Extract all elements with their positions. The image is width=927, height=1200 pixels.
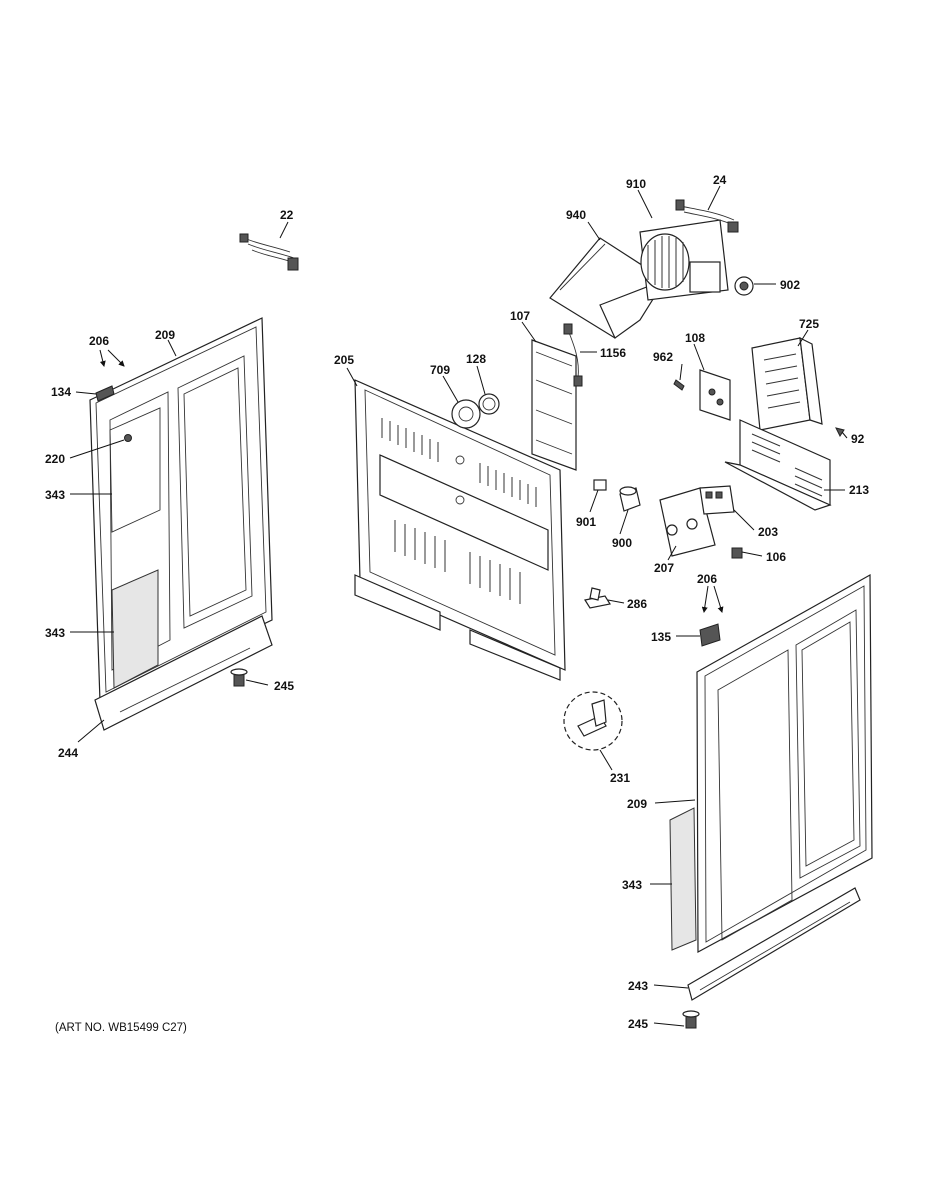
callout-245: 245: [274, 679, 294, 693]
callout-206: 206: [697, 572, 717, 586]
callout-205: 205: [334, 353, 354, 367]
callout-286: 286: [627, 597, 647, 611]
callout-207: 207: [654, 561, 674, 575]
left-screw-220: [124, 434, 132, 442]
callout-343: 343: [45, 626, 65, 640]
mounting-plate-207: [659, 487, 716, 557]
fan-motor-mount-709: [451, 399, 481, 429]
left-bracket-134: [95, 385, 115, 402]
callout-231: 231: [610, 771, 630, 785]
callout-labels: 22 206 209 134 220 343 343 244 245 205 7…: [45, 173, 869, 1031]
callout-108: 108: [685, 331, 705, 345]
capacitor-900: [619, 486, 641, 512]
callout-725: 725: [799, 317, 819, 331]
left-leveling-leg-245: [230, 668, 248, 687]
callout-107: 107: [510, 309, 530, 323]
component-bracket-213: [724, 419, 832, 511]
callout-22: 22: [280, 208, 294, 222]
rear-panel: [354, 379, 566, 681]
callout-962: 962: [653, 350, 673, 364]
callout-128: 128: [466, 352, 486, 366]
gasket-ring-128: [478, 393, 500, 415]
right-bracket-135: [699, 623, 721, 647]
callout-92: 92: [851, 432, 865, 446]
callout-203: 203: [758, 525, 778, 539]
callout-24: 24: [713, 173, 727, 187]
clip-106: [731, 547, 743, 559]
callout-135: 135: [651, 630, 671, 644]
screw-962: [673, 379, 685, 391]
callout-220: 220: [45, 452, 65, 466]
callout-343: 343: [45, 488, 65, 502]
callout-902: 902: [780, 278, 800, 292]
callout-709: 709: [430, 363, 450, 377]
right-leveling-leg-245: [682, 1010, 700, 1029]
callout-244: 244: [58, 746, 78, 760]
callout-134: 134: [51, 385, 71, 399]
art-number: (ART NO. WB15499 C27): [55, 1022, 187, 1034]
convection-fan-910: [639, 219, 729, 301]
callout-106: 106: [766, 550, 786, 564]
callout-900: 900: [612, 536, 632, 550]
callout-213: 213: [849, 483, 869, 497]
leader-lines: [69, 185, 848, 1027]
wire-harness-1156: [563, 323, 583, 387]
right-side-panel: [669, 573, 873, 1001]
terminal-block-203: [699, 485, 735, 515]
brackets-286: [584, 587, 611, 609]
detail-circle-231: [563, 691, 623, 751]
screw-92: [835, 427, 845, 437]
control-board-107: [531, 339, 577, 471]
callout-343: 343: [622, 878, 642, 892]
callout-910: 910: [626, 177, 646, 191]
thermostat-902: [734, 276, 754, 296]
callout-243: 243: [628, 979, 648, 993]
relay-board-108: [699, 369, 731, 421]
left-side-panel: [89, 317, 273, 731]
callout-1156: 1156: [600, 346, 626, 360]
callout-940: 940: [566, 208, 586, 222]
callout-209: 209: [627, 797, 647, 811]
wire-harness-24: [675, 199, 739, 233]
callout-206: 206: [89, 334, 109, 348]
callout-245: 245: [628, 1017, 648, 1031]
thermal-cutout-901: [593, 479, 607, 491]
wire-harness-22: [239, 233, 299, 271]
callout-901: 901: [576, 515, 596, 529]
callout-209: 209: [155, 328, 175, 342]
relay-bracket-725: [751, 336, 823, 431]
